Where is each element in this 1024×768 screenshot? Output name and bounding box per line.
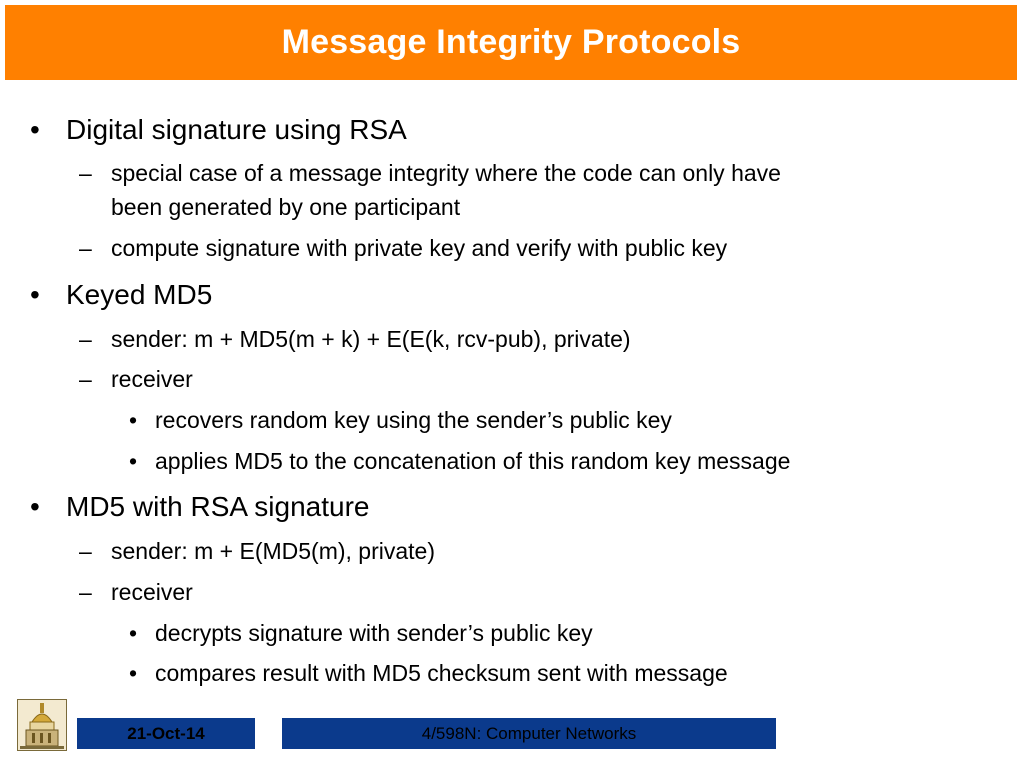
bullet-marker: • [129, 660, 138, 686]
bullet-text: recovers random key using the sender’s p… [155, 407, 672, 433]
footer-date-box: 21-Oct-14 [77, 718, 255, 749]
bullet-marker: – [79, 326, 92, 352]
bullet-text: Keyed MD5 [66, 279, 213, 310]
bullet-text: receiver [111, 579, 193, 605]
bullet-text: MD5 with RSA signature [66, 491, 370, 522]
footer-date: 21-Oct-14 [127, 723, 205, 743]
footer-course: 4/598N: Computer Networks [421, 723, 637, 743]
bullet-text: sender: m + E(MD5(m), private) [111, 538, 435, 564]
bullet-marker: – [79, 366, 92, 392]
bullet-text: sender: m + MD5(m + k) + E(E(k, rcv-pub)… [111, 326, 631, 352]
bullet-marker: – [79, 538, 92, 564]
bullet-marker: – [79, 235, 92, 261]
bullet-text: compute signature with private key and v… [111, 235, 728, 261]
bullet-marker: • [129, 448, 138, 474]
bullet-text: decrypts signature with sender’s public … [155, 620, 593, 646]
bullet-text: special case of a message integrity wher… [111, 160, 781, 186]
slide-title: Message Integrity Protocols [281, 23, 741, 61]
bullet-marker: • [30, 279, 40, 310]
bullet-text: been generated by one participant [111, 194, 461, 220]
title-bar: Message Integrity Protocols [5, 5, 1017, 80]
bullet-marker: • [129, 620, 138, 646]
bullet-text: applies MD5 to the concatenation of this… [155, 448, 791, 474]
bullet-text: Digital signature using RSA [66, 114, 407, 145]
bullet-marker: • [30, 491, 40, 522]
bullet-text: receiver [111, 366, 193, 392]
bullet-text: compares result with MD5 checksum sent w… [155, 660, 728, 686]
bullet-marker: • [30, 114, 40, 145]
bullet-marker: – [79, 160, 92, 186]
slide-body: • Digital signature using RSA – special … [30, 114, 791, 686]
bullet-marker: – [79, 579, 92, 605]
footer-course-box: 4/598N: Computer Networks [282, 718, 776, 749]
bullet-marker: • [129, 407, 138, 433]
dome-logo-icon [17, 699, 67, 751]
